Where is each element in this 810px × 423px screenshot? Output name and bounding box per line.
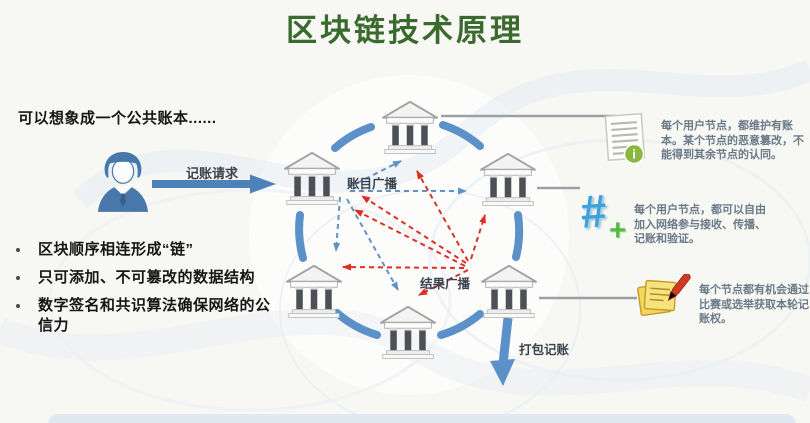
bullet-dot bbox=[16, 304, 20, 308]
bank-icon bbox=[479, 263, 539, 319]
list-item: 数字签名和共识算法确保网络的公信力 bbox=[10, 296, 272, 336]
bank-icon bbox=[284, 263, 344, 319]
bank-icon bbox=[380, 99, 440, 155]
result-broadcast-label: 结果广播 bbox=[420, 277, 471, 291]
bank-icon bbox=[378, 304, 438, 360]
note-text: 每个节点都有机会通过比赛或选举获取本轮记账权。 bbox=[699, 284, 809, 326]
bank-node-upper-right bbox=[478, 151, 538, 207]
key-points-list: 区块顺序相连形成“链” 只可添加、不可篡改的数据结构 数字签名和共识算法确保网络… bbox=[10, 240, 272, 344]
intro-heading: 可以想象成一个公共账本...... bbox=[18, 110, 217, 127]
bullet-dot bbox=[16, 248, 20, 252]
bullet-text: 数字签名和共识算法确保网络的公信力 bbox=[38, 297, 271, 334]
plus-glyph: + bbox=[609, 214, 627, 247]
bank-node-upper-left bbox=[282, 150, 342, 206]
bank-icon bbox=[282, 150, 342, 206]
notepad-pen-icon bbox=[632, 273, 692, 324]
bank-icon bbox=[478, 151, 538, 207]
page-title: 区块链技术原理 bbox=[286, 13, 524, 48]
bottom-bar bbox=[48, 414, 796, 423]
ledger-broadcast-label: 账目广播 bbox=[347, 177, 398, 191]
hash-glyph: # bbox=[578, 184, 608, 238]
info-glyph: i bbox=[632, 147, 636, 162]
bullet-dot bbox=[16, 276, 20, 280]
list-item: 只可添加、不可篡改的数据结构 bbox=[10, 268, 272, 288]
bank-node-bottom bbox=[378, 304, 438, 360]
bullet-text: 只可添加、不可篡改的数据结构 bbox=[38, 269, 256, 286]
package-bookkeeping-label: 打包记账 bbox=[519, 343, 570, 357]
hash-plus-icon: # + bbox=[578, 184, 634, 254]
note-text: 每个用户节点，都维护有账本。某个节点的恶意篡改，不能得到其余节点的认同。 bbox=[661, 120, 804, 162]
bullet-text: 区块顺序相连形成“链” bbox=[38, 241, 194, 258]
note-text: 每个用户节点，都可以自由加入网络参与接收、传播、记账和验证。 bbox=[634, 204, 766, 246]
list-item: 区块顺序相连形成“链” bbox=[10, 240, 272, 260]
package-arrow bbox=[490, 317, 515, 386]
bank-node-lower-right bbox=[479, 263, 539, 319]
user-icon bbox=[94, 150, 152, 212]
document-info-icon: i bbox=[600, 112, 650, 166]
bank-node-top bbox=[380, 99, 440, 155]
request-arrow-label: 记账请求 bbox=[186, 166, 239, 181]
bank-node-lower-left bbox=[284, 263, 344, 319]
